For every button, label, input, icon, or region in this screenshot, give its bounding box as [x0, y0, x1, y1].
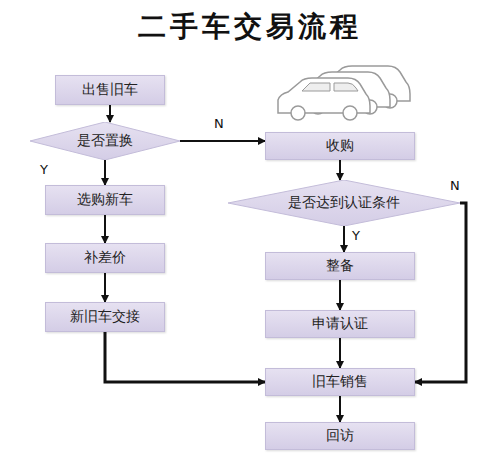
cars-illustration — [278, 66, 410, 120]
flow-arrow — [339, 280, 341, 310]
edge-label: Y — [40, 162, 48, 177]
flow-arrow — [104, 273, 106, 302]
process-box: 选购新车 — [45, 185, 165, 215]
process-box: 回访 — [265, 422, 415, 450]
flow-arrow — [339, 338, 341, 368]
flow-arrow — [104, 160, 106, 185]
flow-arrow — [109, 105, 111, 122]
node-text: 是否达到认证条件 — [288, 194, 400, 212]
edge-label: Y — [352, 228, 360, 243]
node-text: 是否置换 — [77, 132, 133, 150]
edge-label: N — [214, 116, 224, 131]
node-text: 申请认证 — [312, 315, 368, 333]
node-text: 整备 — [326, 257, 354, 275]
flow-arrow — [339, 396, 341, 422]
edge-label: N — [450, 178, 460, 193]
node-text: 新旧车交接 — [70, 308, 140, 326]
node-text: 回访 — [326, 427, 354, 445]
flow-arrow — [339, 160, 341, 180]
process-box: 旧车销售 — [265, 368, 415, 396]
node-text: 选购新车 — [77, 191, 133, 209]
flow-arrow — [180, 140, 265, 142]
node-text: 补差价 — [84, 249, 126, 267]
decision-diamond: 是否置换 — [30, 122, 180, 160]
process-box: 整备 — [265, 252, 415, 280]
decision-diamond: 是否达到认证条件 — [228, 180, 460, 226]
node-text: 旧车销售 — [312, 373, 368, 391]
process-box: 出售旧车 — [55, 75, 165, 105]
process-box: 收购 — [265, 132, 415, 160]
diagram-title: 二手车交易流程 — [0, 8, 500, 46]
node-text: 出售旧车 — [82, 81, 138, 99]
process-box: 补差价 — [45, 243, 165, 273]
flow-arrow — [343, 226, 345, 252]
flow-arrow — [105, 332, 265, 382]
node-text: 收购 — [326, 137, 354, 155]
flow-arrow — [104, 215, 106, 243]
process-box: 新旧车交接 — [45, 302, 165, 332]
process-box: 申请认证 — [265, 310, 415, 338]
flow-arrow — [415, 203, 466, 382]
